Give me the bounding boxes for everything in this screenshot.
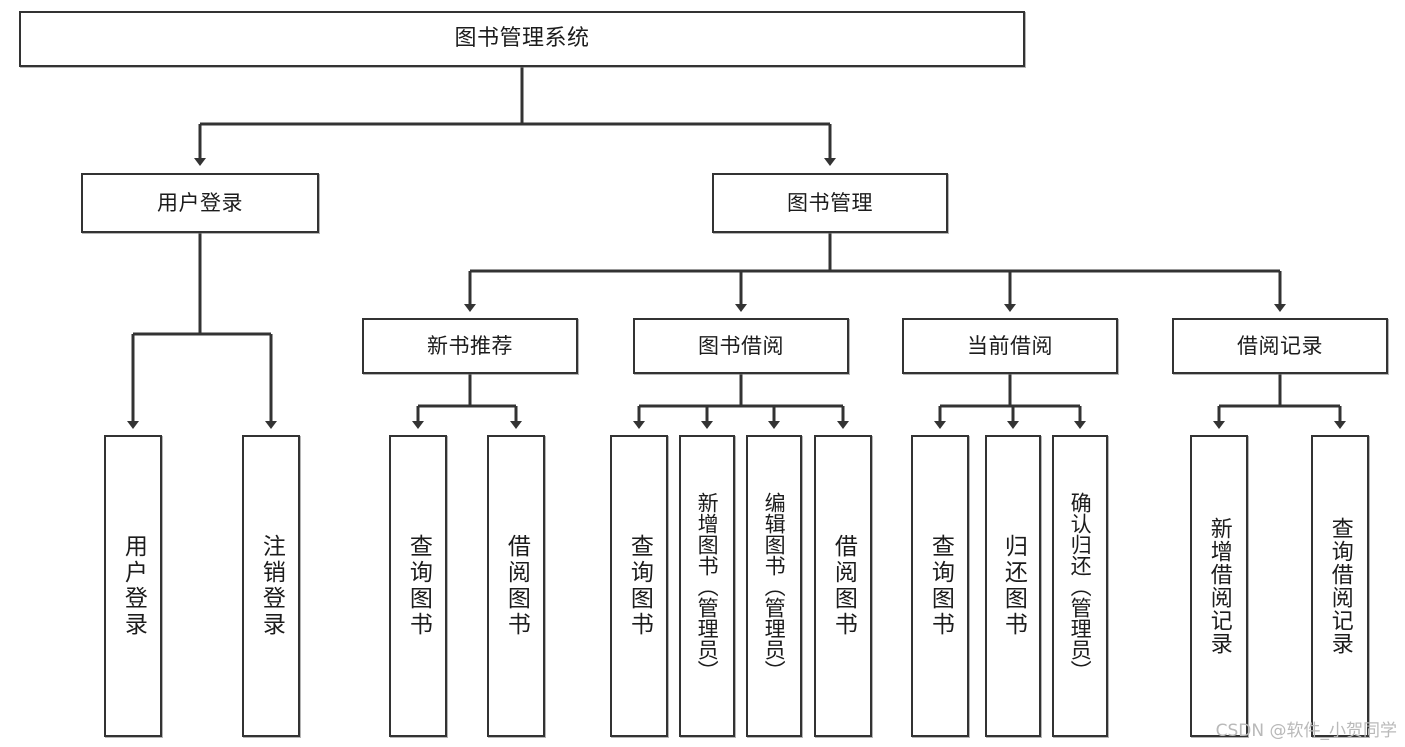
node-leaf-add-book[interactable]: 新增图书（管理员） bbox=[679, 435, 735, 737]
node-user-login[interactable]: 用户登录 bbox=[81, 173, 319, 233]
node-leaf-edit-book-label: 编辑图书（管理员） bbox=[762, 491, 787, 681]
node-leaf-borrow-book-label: 借阅图书 bbox=[830, 534, 857, 638]
node-leaf-query-borrow-record-label: 查询借阅记录 bbox=[1327, 517, 1353, 655]
node-borrow-record-label: 借阅记录 bbox=[1237, 333, 1323, 358]
node-leaf-confirm-return[interactable]: 确认归还（管理员） bbox=[1052, 435, 1108, 737]
node-leaf-add-book-label: 新增图书（管理员） bbox=[695, 491, 720, 681]
node-borrow-record[interactable]: 借阅记录 bbox=[1172, 318, 1388, 374]
node-root[interactable]: 图书管理系统 bbox=[19, 11, 1025, 67]
node-new-book-recommend-label: 新书推荐 bbox=[427, 333, 513, 358]
node-leaf-add-borrow-record[interactable]: 新增借阅记录 bbox=[1190, 435, 1248, 737]
node-leaf-query-book-borrow[interactable]: 查询图书 bbox=[610, 435, 668, 737]
node-book-borrow[interactable]: 图书借阅 bbox=[633, 318, 849, 374]
node-leaf-user-logout[interactable]: 注销登录 bbox=[242, 435, 300, 737]
node-user-login-label: 用户登录 bbox=[157, 190, 243, 215]
node-book-management-label: 图书管理 bbox=[787, 190, 873, 215]
node-leaf-user-logout-label: 注销登录 bbox=[258, 534, 285, 638]
node-current-borrow[interactable]: 当前借阅 bbox=[902, 318, 1118, 374]
node-leaf-confirm-return-label: 确认归还（管理员） bbox=[1068, 491, 1093, 681]
node-leaf-borrow-book-recommend[interactable]: 借阅图书 bbox=[487, 435, 545, 737]
node-leaf-borrow-book[interactable]: 借阅图书 bbox=[814, 435, 872, 737]
node-leaf-query-book-borrow-label: 查询图书 bbox=[626, 534, 653, 638]
node-leaf-return-book[interactable]: 归还图书 bbox=[985, 435, 1041, 737]
node-leaf-borrow-book-recommend-label: 借阅图书 bbox=[503, 534, 530, 638]
node-leaf-query-book-current[interactable]: 查询图书 bbox=[911, 435, 969, 737]
node-leaf-add-borrow-record-label: 新增借阅记录 bbox=[1206, 517, 1232, 655]
node-leaf-edit-book[interactable]: 编辑图书（管理员） bbox=[746, 435, 802, 737]
node-leaf-user-login-label: 用户登录 bbox=[120, 534, 147, 638]
node-leaf-query-book-current-label: 查询图书 bbox=[927, 534, 954, 638]
node-book-management[interactable]: 图书管理 bbox=[712, 173, 948, 233]
node-leaf-query-book-recommend-label: 查询图书 bbox=[405, 534, 432, 638]
node-new-book-recommend[interactable]: 新书推荐 bbox=[362, 318, 578, 374]
node-leaf-query-borrow-record[interactable]: 查询借阅记录 bbox=[1311, 435, 1369, 737]
node-leaf-query-book-recommend[interactable]: 查询图书 bbox=[389, 435, 447, 737]
node-leaf-user-login[interactable]: 用户登录 bbox=[104, 435, 162, 737]
node-leaf-return-book-label: 归还图书 bbox=[1000, 534, 1027, 638]
csdn-watermark: CSDN @软件_小贺同学 bbox=[1215, 721, 1397, 741]
node-book-borrow-label: 图书借阅 bbox=[698, 333, 784, 358]
node-root-label: 图书管理系统 bbox=[454, 26, 590, 52]
node-current-borrow-label: 当前借阅 bbox=[967, 333, 1053, 358]
